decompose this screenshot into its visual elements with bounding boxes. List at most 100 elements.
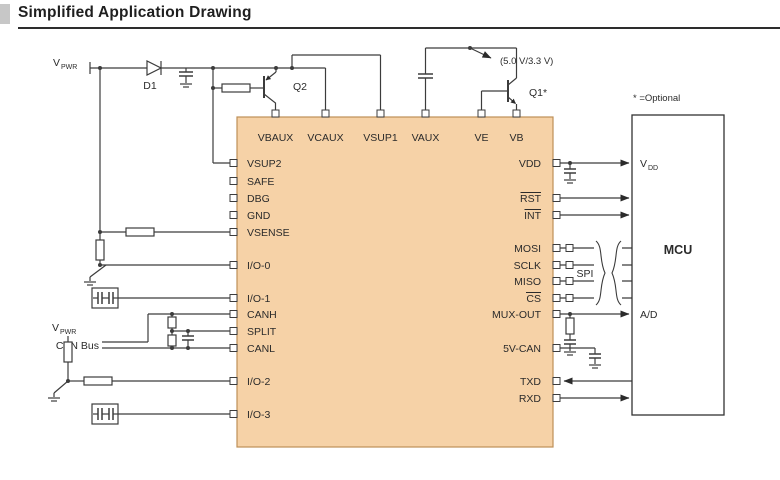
pin-label: SCLK	[514, 260, 541, 272]
pin-square	[552, 277, 561, 285]
q1-circuit: (5.0 V/3.3 V) Q1*	[418, 46, 553, 110]
left-circuits: CAN Bus V PWR	[48, 66, 230, 425]
resistor	[167, 316, 177, 329]
connector-square	[565, 261, 574, 269]
transistor-q1-collector	[507, 77, 517, 86]
vpwr-label-sub: PWR	[60, 329, 76, 336]
pin-square	[271, 109, 280, 118]
top-supply-circuit: V PWR D1 Q2	[53, 54, 382, 164]
pin-square	[552, 377, 561, 385]
pin-label: CANL	[247, 343, 275, 355]
pin-square	[552, 310, 561, 318]
pin-square	[552, 194, 561, 202]
optional-note: * =Optional	[633, 93, 680, 104]
vpwr-label: V	[53, 57, 60, 69]
pin-square	[552, 294, 561, 302]
pin-label: I/O-2	[247, 376, 270, 388]
pin-label: INT	[524, 210, 542, 222]
spi-brace	[595, 240, 606, 306]
connector-square	[565, 277, 574, 285]
mcu-label: MCU	[664, 243, 692, 257]
junction-dot	[170, 346, 174, 350]
pin-label: VCAUX	[307, 132, 343, 144]
connector-square	[565, 294, 574, 302]
header-rule	[18, 27, 780, 29]
spi-brace	[611, 240, 622, 306]
pin-square	[229, 410, 238, 418]
diode-d1	[146, 60, 163, 76]
mcu-vdd-label: V	[640, 158, 647, 170]
pin-square	[229, 194, 238, 202]
pin-label: MOSI	[514, 243, 541, 255]
right-circuits: SPI	[560, 159, 643, 402]
pin-label: CANH	[247, 309, 277, 321]
supply-note: (5.0 V/3.3 V)	[500, 56, 553, 67]
mcu-vdd-label-sub: DD	[648, 165, 658, 172]
pin-label: RST	[520, 193, 542, 205]
page-title: Simplified Application Drawing	[18, 4, 252, 21]
pin-label: SAFE	[247, 176, 274, 188]
transistor-q2-emitter	[265, 71, 277, 81]
resistor	[63, 341, 73, 363]
pin-square	[552, 344, 561, 352]
transistor-q2-collector	[263, 93, 277, 110]
transistor-q1-emitter	[507, 96, 516, 104]
pin-square	[552, 244, 561, 252]
vpwr-label: V	[52, 322, 59, 334]
main-ic: VBAUX VCAUX VSUP1 VAUX VE VB VSUP2 SAFE …	[229, 109, 561, 448]
pin-square	[321, 109, 330, 118]
resistor	[565, 317, 575, 335]
supply-arrow	[469, 47, 492, 59]
pin-label: RXD	[519, 393, 542, 405]
pin-square	[552, 159, 561, 167]
pin-square	[229, 261, 238, 269]
pin-label: MISO	[514, 276, 541, 288]
pin-square	[512, 109, 521, 118]
pin-square	[229, 159, 238, 167]
pin-label: GND	[247, 210, 271, 222]
switch-icon	[89, 264, 107, 278]
pin-label: VBAUX	[258, 132, 294, 144]
pin-label: I/O-1	[247, 293, 270, 305]
pin-label: VAUX	[412, 132, 440, 144]
pin-label: VB	[509, 132, 523, 144]
pin-square	[229, 377, 238, 385]
pin-label: VSENSE	[247, 227, 290, 239]
pin-label: TXD	[520, 376, 541, 388]
pin-label: VSUP2	[247, 158, 282, 170]
can-bus-label: CAN Bus	[56, 340, 99, 352]
pin-label: SPLIT	[247, 326, 277, 338]
connector-square	[565, 244, 574, 252]
resistor	[221, 83, 251, 93]
pin-square	[229, 228, 238, 236]
pin-square	[421, 109, 430, 118]
pin-label: I/O-3	[247, 409, 270, 421]
transistor-q1-label: Q1*	[529, 87, 547, 99]
pin-label: MUX-OUT	[492, 309, 542, 321]
pin-square	[376, 109, 385, 118]
diode-d1-label: D1	[143, 80, 157, 92]
mcu-ad-label: A/D	[640, 309, 658, 321]
pin-square	[229, 177, 238, 185]
pin-label: VSUP1	[363, 132, 398, 144]
junction-dot	[186, 346, 190, 350]
pin-square	[229, 211, 238, 219]
pin-square	[477, 109, 486, 118]
pin-label: I/O-0	[247, 260, 270, 272]
switch-icon	[53, 380, 69, 394]
resistor	[83, 376, 113, 386]
pin-square	[229, 294, 238, 302]
mcu: * =Optional V DD MCU A/D	[631, 93, 725, 416]
pin-square	[552, 394, 561, 402]
spi-label: SPI	[577, 268, 594, 280]
vpwr-label-sub: PWR	[61, 64, 77, 71]
pin-square	[229, 310, 238, 318]
pin-label: VE	[474, 132, 488, 144]
header-accent-square	[0, 4, 10, 24]
pin-square	[229, 327, 238, 335]
pin-square	[229, 344, 238, 352]
pin-square	[552, 261, 561, 269]
resistor	[95, 239, 105, 261]
resistor	[125, 227, 155, 237]
